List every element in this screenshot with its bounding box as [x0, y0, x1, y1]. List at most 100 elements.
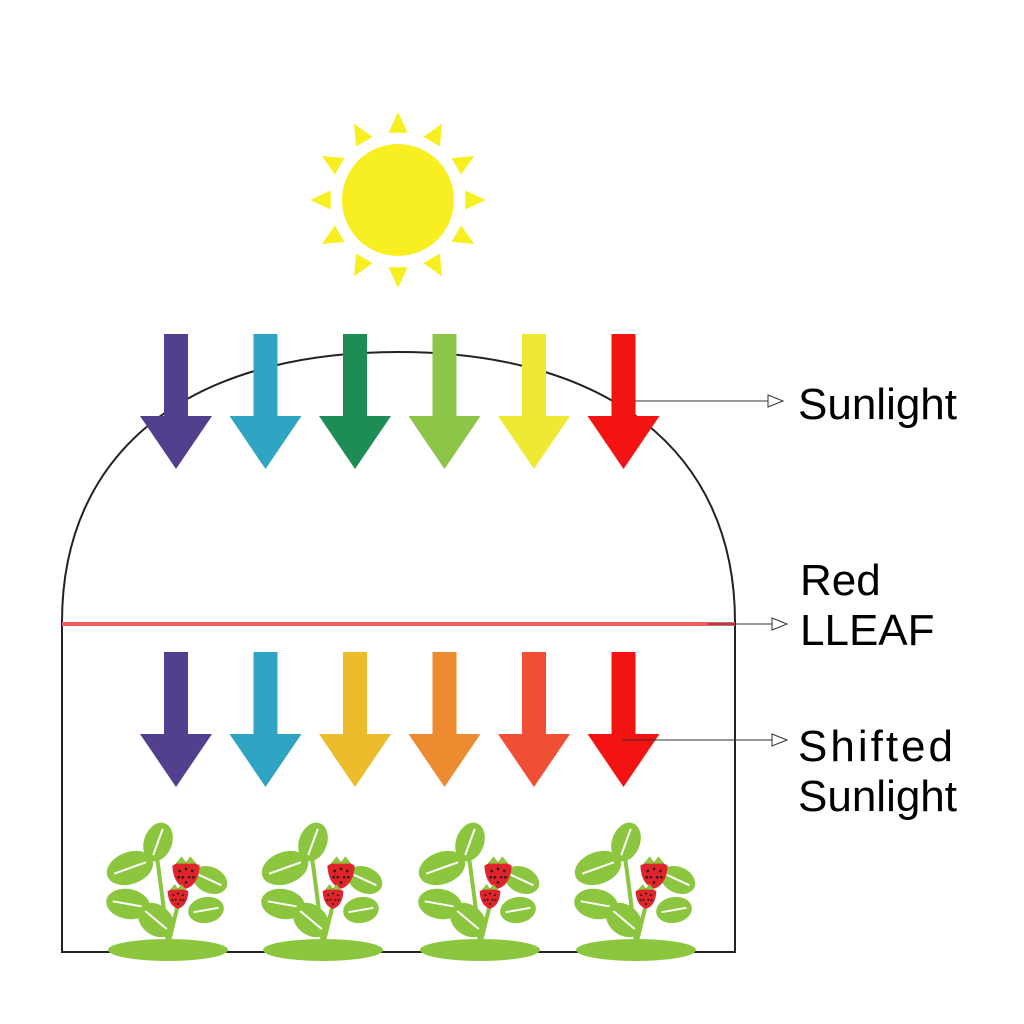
sun-disc [342, 144, 454, 256]
strawberry-plant-1 [106, 822, 228, 961]
leaf-vein [113, 861, 147, 875]
arrow-red-orange [498, 652, 570, 787]
shifted-sunlight-label-line1: Shifted [798, 722, 956, 771]
leaf-vein [620, 828, 632, 856]
arrow-yellow [498, 334, 570, 469]
berry-body [479, 888, 501, 909]
arrow-amber [319, 652, 391, 787]
shifted-sunlight-label-line2: Sunlight [798, 772, 958, 821]
leaf-vein [152, 828, 164, 856]
berry-calyx [330, 856, 352, 864]
strawberry-icon [167, 884, 189, 909]
shifted-pointer-arrowhead [771, 733, 789, 747]
sunlight-label-text: Sunlight [798, 380, 958, 429]
berry-seed [491, 898, 494, 902]
sun-ray [354, 253, 373, 277]
sunlight-arrows [140, 334, 660, 469]
berry-seed [493, 894, 496, 897]
berry-seed [182, 898, 185, 902]
berry-seed [486, 898, 489, 902]
leaf-vein [307, 828, 319, 856]
berry-seed [499, 875, 503, 879]
leaf-vein [193, 906, 219, 914]
berry-seed [658, 869, 662, 873]
strawberry-icon [479, 884, 501, 909]
strawberry-icon [322, 884, 344, 909]
arrow-violet [140, 652, 212, 787]
berry-seed [489, 875, 493, 879]
strawberry-plant-3 [418, 822, 540, 961]
berry-seed [645, 875, 649, 879]
strawberry-icon [635, 884, 657, 909]
shifted-sunlight-label: Shifted Sunlight [798, 722, 957, 822]
berry-seed [502, 869, 506, 873]
berry-calyx [482, 884, 498, 890]
berry-body [635, 888, 657, 909]
leaf-vein [112, 900, 144, 908]
sun-ray [388, 112, 408, 133]
berry-calyx [170, 884, 186, 890]
leaf-vein [580, 900, 612, 908]
leaf-vein [612, 910, 636, 930]
leaf-vein [666, 873, 690, 887]
strawberry-icon [172, 856, 200, 889]
berry-seed [646, 869, 650, 873]
berry-seed [184, 867, 188, 871]
berry-seed [644, 892, 648, 895]
berry-calyx [638, 884, 654, 890]
berry-seed [649, 894, 652, 897]
berry-body [327, 861, 355, 889]
berry-seed [174, 898, 177, 902]
berry-seed [177, 875, 181, 879]
berry-seed [336, 894, 339, 897]
arrow-orange [408, 652, 481, 787]
leaf-vein [348, 906, 374, 914]
lleaf-pointer-arrowhead [771, 617, 789, 631]
sun-ray [321, 225, 345, 244]
berry-calyx [325, 884, 341, 890]
red-lleaf-label-line1: Red [800, 556, 881, 605]
sunlight-label: Sunlight [798, 380, 957, 430]
strawberry-plant-4 [574, 822, 696, 961]
sun-ray [310, 190, 331, 210]
berry-seed [331, 892, 335, 895]
berry-seed [327, 894, 330, 897]
sun-ray [354, 123, 373, 147]
label-pointers [622, 394, 789, 747]
sun-ray [423, 123, 442, 147]
strawberry-icon [640, 856, 668, 889]
leaf-vein [505, 906, 531, 914]
berry-seed [649, 875, 653, 879]
sun-ray [465, 190, 486, 210]
ground-mound [108, 939, 228, 961]
leaf-vein [198, 873, 222, 887]
berry-seed [176, 902, 180, 906]
berry-seed [490, 869, 494, 873]
berry-seed [659, 875, 663, 879]
berry-seed [484, 894, 487, 897]
sun-ray [388, 267, 408, 288]
leaf-vein [353, 873, 377, 887]
berry-seed [329, 898, 332, 902]
red-lleaf-label-line2: LLEAF [800, 606, 935, 655]
berry-seed [345, 869, 349, 873]
strawberry-icon [327, 856, 355, 889]
leaf-vein [144, 910, 168, 930]
berry-seed [326, 898, 329, 902]
berry-seed [178, 869, 182, 873]
berry-body [640, 861, 668, 889]
berry-seed [655, 875, 659, 879]
leaf-vein [299, 910, 323, 930]
berry-seed [187, 875, 191, 879]
strawberry-plants [106, 822, 696, 961]
berry-seed [333, 869, 337, 873]
berry-calyx [487, 856, 509, 864]
berry-seed [184, 881, 188, 884]
berry-seed [496, 867, 500, 871]
berry-seed [337, 898, 340, 902]
berry-seed [331, 902, 335, 906]
berry-seed [181, 894, 184, 897]
berry-body [484, 861, 512, 889]
leaf-vein [464, 828, 476, 856]
